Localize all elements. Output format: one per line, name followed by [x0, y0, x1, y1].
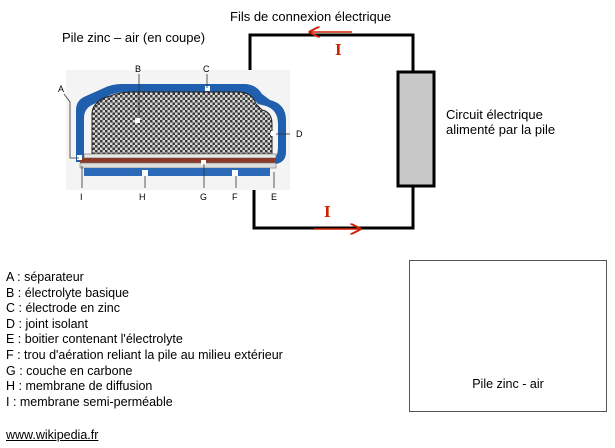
- cell-base-plate: [84, 168, 270, 176]
- letter-F: F: [232, 192, 238, 202]
- letter-C: C: [203, 64, 210, 74]
- circuit-load-resistor: [396, 70, 436, 188]
- letter-D: D: [296, 129, 303, 139]
- current-label-bottom: I: [324, 202, 331, 221]
- photo-caption: Pile zinc - air: [472, 377, 544, 391]
- legend-item-D: D : joint isolant: [6, 316, 88, 331]
- top-wire: [248, 33, 415, 95]
- legend-item-G: G : couche en carbone: [6, 363, 133, 378]
- legend-item-A: A : séparateur: [6, 270, 84, 284]
- letter-A: A: [58, 84, 65, 94]
- circuit-label-line2: alimenté par la pile: [446, 122, 556, 137]
- aeration-hole: [142, 170, 148, 176]
- circuit-label-line1: Circuit électrique: [446, 107, 543, 122]
- letter-E: E: [271, 192, 278, 202]
- cell-carbon-layer: [80, 158, 276, 163]
- electrolyte-marker: [135, 118, 140, 123]
- seal-marker: [271, 131, 276, 136]
- legend-item-E: E : boitier contenant l'électrolyte: [6, 332, 183, 347]
- carbon-marker: [201, 160, 206, 165]
- leader-lines: [63, 74, 290, 188]
- legend-item-C: C : électrode en zinc: [6, 301, 120, 316]
- cell-cross-section: [63, 70, 290, 190]
- legend-item-H: H : membrane de diffusion: [6, 379, 153, 394]
- cell-diffusion-membrane: [79, 162, 277, 169]
- parts-legend: A : séparateur B : électrolyte basique C…: [6, 270, 283, 410]
- letter-H: H: [139, 192, 146, 202]
- legend-item-F: F : trou d'aération reliant la pile au m…: [6, 347, 283, 362]
- current-label-top: I: [335, 40, 342, 59]
- legend-item-I: I : membrane semi-perméable: [6, 394, 173, 409]
- wires-title: Fils de connexion électrique: [230, 9, 392, 24]
- letter-B: B: [135, 64, 142, 74]
- aeration-hole: [232, 170, 238, 176]
- photo-panel: Pile zinc - air: [409, 260, 607, 412]
- cell-title: Pile zinc – air (en coupe): [62, 30, 206, 45]
- cell-separator: [83, 153, 277, 159]
- zinc-marker: [205, 86, 210, 91]
- cell-casing: [76, 84, 286, 166]
- letter-I: I: [80, 192, 83, 202]
- legend-item-B: B : électrolyte basique: [6, 285, 129, 300]
- cell-electrolyte: [91, 91, 273, 155]
- separator-marker: [77, 155, 82, 160]
- letter-G: G: [200, 192, 208, 202]
- bottom-wire: [252, 180, 415, 230]
- source-link[interactable]: www.wikipedia.fr: [6, 428, 99, 442]
